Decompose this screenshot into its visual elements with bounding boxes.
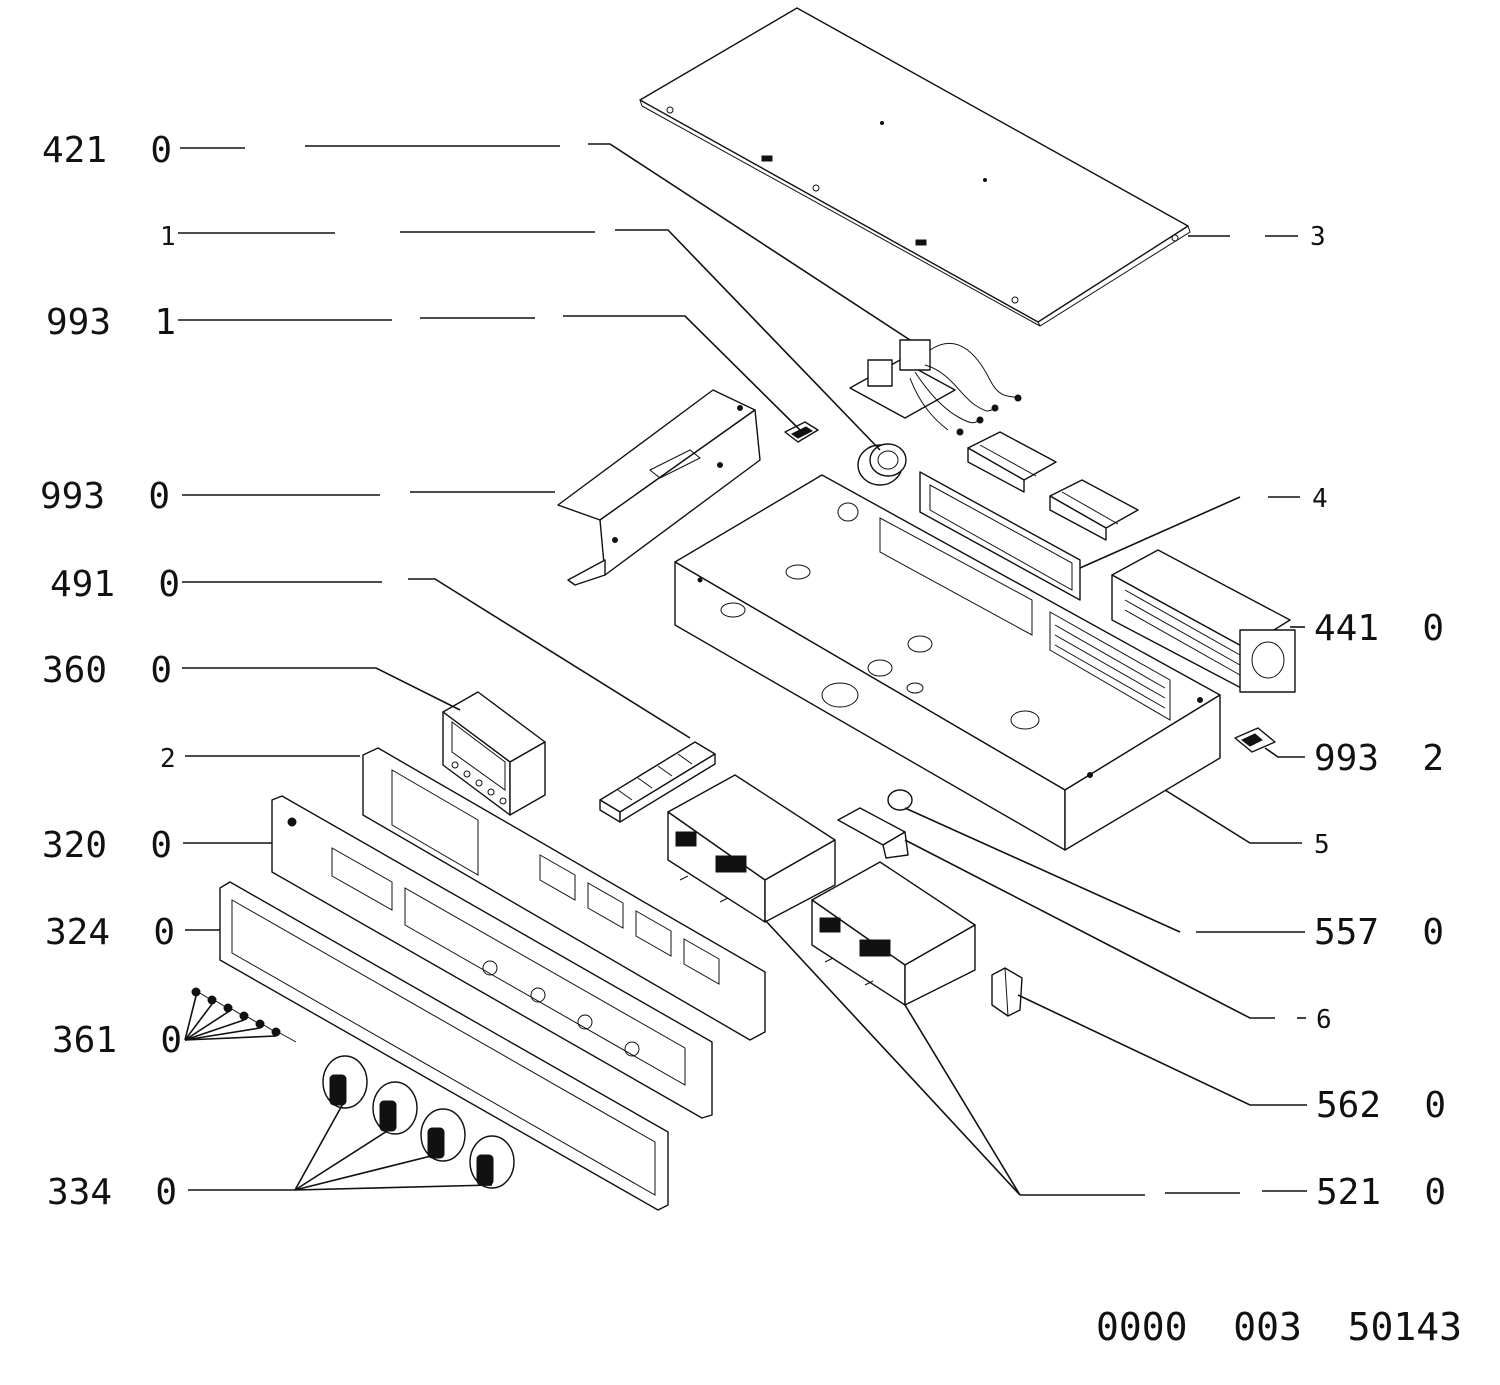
label-360-0: 360 0: [42, 650, 172, 691]
knob-1: [322, 1055, 368, 1109]
terminal-strip: [599, 741, 716, 823]
vent-grille: [1049, 611, 1171, 721]
knob-4: [469, 1135, 515, 1189]
label-334-0: 334 0: [47, 1172, 177, 1213]
front-control-panel: [271, 795, 713, 1119]
label-5: 5: [1314, 830, 1330, 860]
inner-frame-panel: [362, 747, 766, 1041]
microswitch: [991, 967, 1023, 1017]
label-1: 1: [160, 222, 176, 252]
label-2: 2: [160, 744, 176, 774]
label-3: 3: [1310, 222, 1326, 252]
display-module: [442, 691, 546, 816]
screw-set: [191, 987, 297, 1043]
control-knobs: [322, 1055, 515, 1189]
outer-trim-frame: [219, 881, 669, 1211]
small-clip-9931: [784, 421, 819, 443]
small-clip-9932: [1234, 727, 1276, 753]
part-labels: 421 0 1 993 1 993 0 491 0 360 0 2 320 0 …: [40, 130, 1462, 1349]
relay-module-2: [811, 861, 976, 1006]
label-361-0: 361 0: [52, 1020, 182, 1061]
label-441-0: 441 0: [1314, 608, 1444, 649]
label-562-0: 562 0: [1316, 1085, 1446, 1126]
label-521-0: 521 0: [1316, 1172, 1446, 1213]
top-cover-plate: [639, 7, 1191, 327]
mounting-bracket: [557, 389, 761, 586]
leader-lines: [178, 143, 1307, 1196]
thermostat: [837, 789, 913, 859]
document-code: 0000 003 50143: [1096, 1305, 1462, 1349]
terminal-block-assembly: [919, 431, 1139, 601]
label-557-0: 557 0: [1314, 912, 1444, 953]
knob-3: [420, 1108, 466, 1162]
label-491-0: 491 0: [50, 564, 180, 605]
main-housing: [674, 474, 1221, 851]
transformer-assembly: [849, 339, 1022, 436]
label-421-0: 421 0: [42, 130, 172, 171]
label-993-1: 993 1: [46, 302, 176, 343]
label-993-2: 993 2: [1314, 738, 1444, 779]
fan-bushing: [857, 443, 907, 486]
label-6: 6: [1316, 1005, 1332, 1035]
label-4: 4: [1312, 484, 1328, 514]
label-324-0: 324 0: [45, 912, 175, 953]
blower-fan: [1111, 549, 1296, 693]
label-320-0: 320 0: [42, 825, 172, 866]
label-993-0: 993 0: [40, 476, 170, 517]
relay-module-1: [667, 774, 836, 923]
